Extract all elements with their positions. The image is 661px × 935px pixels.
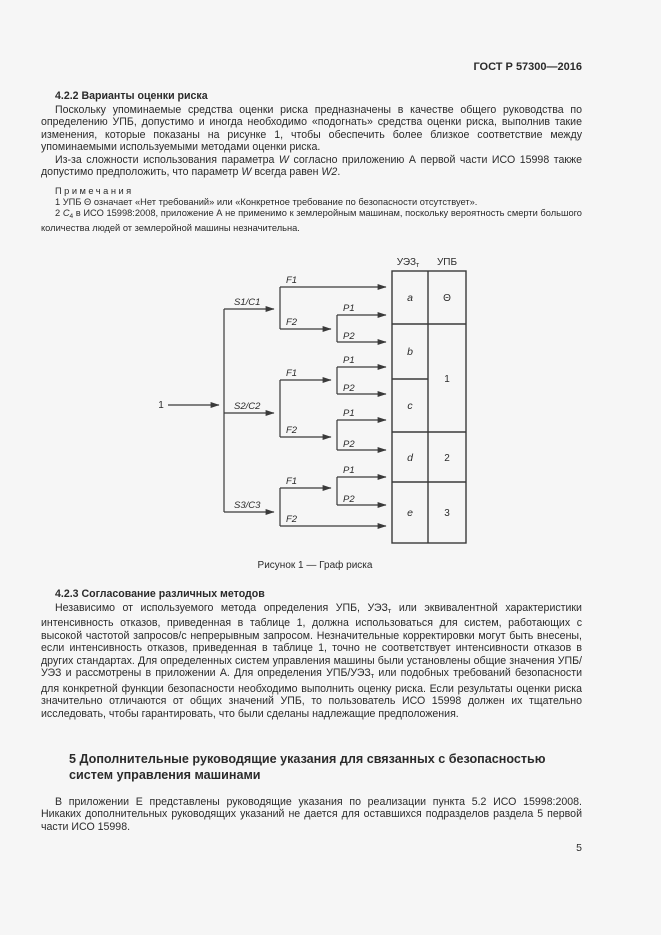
paragraph: В приложении Е представлены руководящие … bbox=[41, 796, 582, 833]
paragraph: Поскольку упоминаемые средства оценки ри… bbox=[41, 104, 582, 154]
section-4-2-3: 4.2.3 Согласование различных методов Нез… bbox=[41, 588, 582, 720]
entry-label: 1 bbox=[158, 400, 164, 411]
uez-cell-d: d bbox=[407, 452, 414, 464]
column-header-uez: УЭЗт bbox=[397, 257, 420, 269]
note-2: 2 C4 в ИСО 15998:2008, приложение А не п… bbox=[41, 208, 582, 234]
upb-cell-theta: Θ bbox=[443, 293, 451, 304]
section-5: 5 Дополнительные руководящие указания дл… bbox=[41, 752, 582, 833]
f2-label: F2 bbox=[286, 317, 298, 328]
risk-graph-table bbox=[391, 270, 467, 544]
param-w2: W2 bbox=[321, 166, 338, 179]
f1-label: F1 bbox=[286, 476, 297, 487]
p2-label: P2 bbox=[343, 331, 355, 342]
section-heading: 4.2.2 Варианты оценки риска bbox=[55, 90, 208, 102]
p2-label: P2 bbox=[343, 494, 355, 505]
uez-subscript: т bbox=[387, 606, 392, 615]
upb-cell-2: 2 bbox=[444, 453, 450, 464]
doc-number: ГОСТ Р 57300—2016 bbox=[473, 61, 582, 73]
uez-cell-c: c bbox=[407, 400, 413, 412]
branch-label-s3c3: S3/C3 bbox=[234, 500, 261, 511]
f1-label: F1 bbox=[286, 368, 297, 379]
uez-cell-e: e bbox=[407, 507, 413, 519]
param-w: W bbox=[278, 153, 289, 166]
notes-label: Примечания bbox=[55, 185, 134, 196]
risk-graph-figure: УЭЗт УПБ a b c d e Θ 1 2 3 1 S1/C1 S2/C2… bbox=[158, 257, 467, 544]
uez-subscript: т bbox=[370, 671, 375, 681]
p1-label: P1 bbox=[343, 303, 355, 314]
p1-label: P1 bbox=[343, 355, 355, 366]
param-w: W bbox=[241, 166, 252, 179]
p2-label: P2 bbox=[343, 439, 355, 450]
param-c: C bbox=[62, 208, 70, 219]
column-header-upb: УПБ bbox=[437, 257, 458, 268]
page-number: 5 bbox=[576, 842, 582, 854]
upb-cell-3: 3 bbox=[444, 508, 450, 519]
section-heading: 4.2.3 Согласование различных методов bbox=[55, 588, 265, 600]
section-heading: 5 Дополнительные руководящие указания дл… bbox=[69, 752, 546, 782]
p2-label: P2 bbox=[343, 383, 355, 394]
note-1: 1 УПБ Θ означает «Нет требований» или «К… bbox=[55, 196, 478, 207]
risk-graph-lines bbox=[168, 284, 387, 529]
paragraph: Независимо от используемого метода опред… bbox=[41, 602, 582, 720]
branch-label-s1c1: S1/C1 bbox=[234, 297, 260, 308]
figure-caption: Рисунок 1 — Граф риска bbox=[257, 560, 373, 571]
p1-label: P1 bbox=[343, 408, 355, 419]
section-4-2-2: 4.2.2 Варианты оценки риска Поскольку уп… bbox=[41, 90, 582, 235]
f2-label: F2 bbox=[286, 425, 298, 436]
f2-label: F2 bbox=[286, 514, 298, 525]
upb-cell-1: 1 bbox=[444, 374, 450, 385]
uez-cell-b: b bbox=[407, 346, 413, 358]
paragraph: Из-за сложности использования параметра … bbox=[41, 153, 582, 179]
f1-label: F1 bbox=[286, 275, 297, 286]
uez-cell-a: a bbox=[407, 292, 413, 304]
p1-label: P1 bbox=[343, 465, 355, 476]
branch-label-s2c2: S2/C2 bbox=[234, 401, 261, 412]
